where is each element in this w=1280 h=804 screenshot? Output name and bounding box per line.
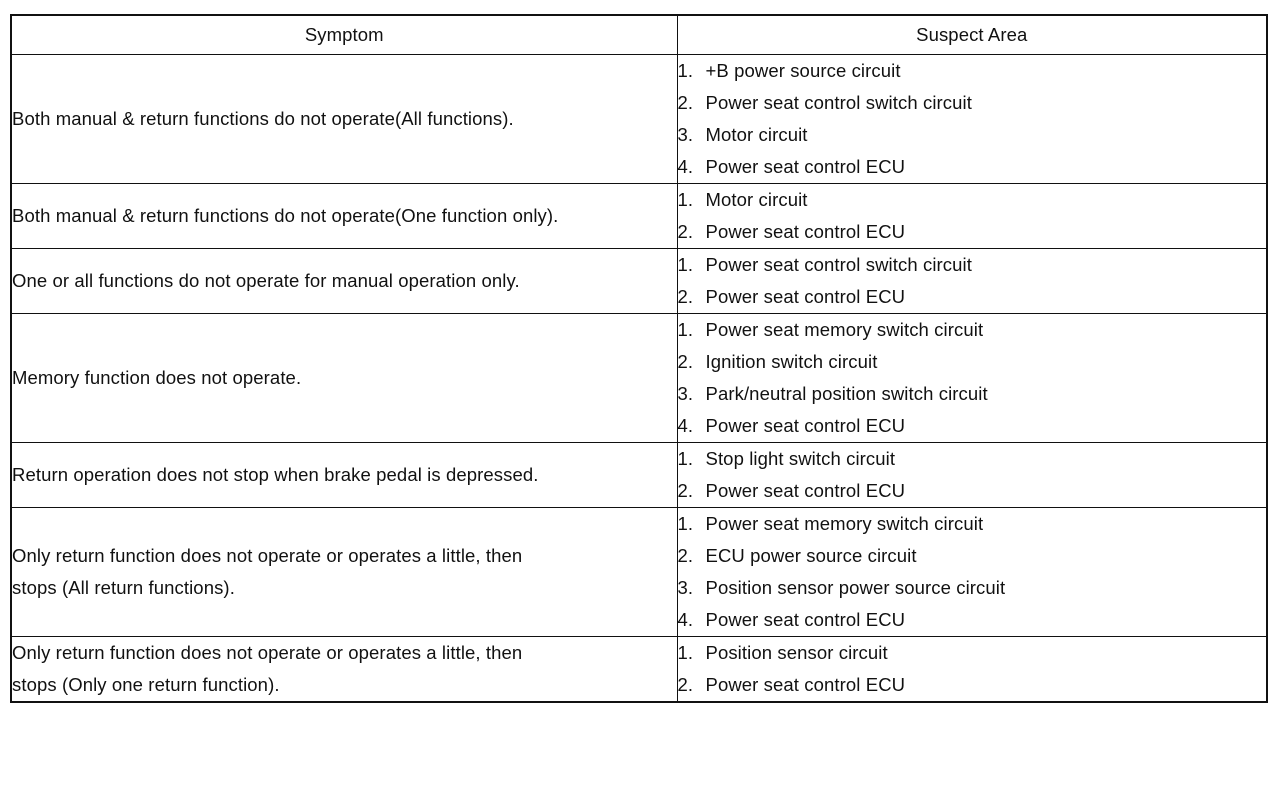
symptom-cell: Both manual & return functions do not op… bbox=[10, 183, 678, 249]
suspect-area-item: 2. Power seat control ECU bbox=[678, 475, 1267, 507]
item-text: Power seat control switch circuit bbox=[705, 254, 973, 275]
item-text: Stop light switch circuit bbox=[705, 448, 896, 469]
item-number: 3. bbox=[677, 577, 694, 598]
item-text: Motor circuit bbox=[705, 189, 808, 210]
item-number: 3. bbox=[677, 124, 694, 145]
item-number: 4. bbox=[677, 156, 694, 177]
troubleshooting-table: Symptom Suspect Area Both manual & retur… bbox=[10, 14, 1268, 703]
symptom-cell: Only return function does not operate or… bbox=[10, 507, 678, 637]
item-number: 2. bbox=[677, 545, 694, 566]
symptom-text: Both manual & return functions do not op… bbox=[12, 108, 514, 129]
table-row: One or all functions do not operate for … bbox=[10, 248, 1268, 314]
item-text: Motor circuit bbox=[705, 124, 808, 145]
suspect-area-item: 2. Power seat control ECU bbox=[678, 281, 1267, 313]
suspect-area-item: 4. Power seat control ECU bbox=[678, 410, 1267, 442]
item-number: 4. bbox=[677, 415, 694, 436]
symptom-text: stops (All return functions). bbox=[12, 577, 235, 598]
item-text: ECU power source circuit bbox=[705, 545, 917, 566]
item-text: +B power source circuit bbox=[705, 60, 901, 81]
symptom-text: Only return function does not operate or… bbox=[12, 545, 523, 566]
item-number: 1. bbox=[677, 319, 694, 340]
symptom-text: Memory function does not operate. bbox=[12, 367, 302, 388]
item-number: 2. bbox=[677, 351, 694, 372]
suspect-area-item: 2. Power seat control ECU bbox=[678, 669, 1267, 701]
item-text: Power seat control ECU bbox=[705, 156, 906, 177]
item-number: 1. bbox=[677, 448, 694, 469]
item-text: Power seat control ECU bbox=[705, 609, 906, 630]
item-number: 2. bbox=[677, 286, 694, 307]
item-number: 1. bbox=[677, 254, 694, 275]
suspect-area-item: 4. Power seat control ECU bbox=[678, 604, 1267, 636]
suspect-area-item: 1. Position sensor circuit bbox=[678, 637, 1267, 669]
item-text: Power seat control ECU bbox=[705, 480, 906, 501]
suspect-area-item: 1. Power seat control switch circuit bbox=[678, 249, 1267, 281]
item-number: 4. bbox=[677, 609, 694, 630]
item-text: Position sensor power source circuit bbox=[705, 577, 1006, 598]
symptom-text: Only return function does not operate or… bbox=[12, 642, 523, 663]
table-body: Both manual & return functions do not op… bbox=[10, 54, 1268, 703]
table-row: Both manual & return functions do not op… bbox=[10, 183, 1268, 249]
document-page: Symptom Suspect Area Both manual & retur… bbox=[10, 14, 1268, 703]
item-text: Power seat control ECU bbox=[705, 674, 906, 695]
suspect-area-cell: 1. Position sensor circuit 2. Power seat co… bbox=[676, 636, 1268, 703]
suspect-area-item: 1. Power seat memory switch circuit bbox=[678, 314, 1267, 346]
table-row: Only return function does not operate or… bbox=[10, 507, 1268, 637]
symptom-text: One or all functions do not operate for … bbox=[12, 270, 520, 291]
table-row: Return operation does not stop when brak… bbox=[10, 442, 1268, 508]
table-header-row: Symptom Suspect Area bbox=[10, 14, 1268, 55]
suspect-area-item: 3. Park/neutral position switch circuit bbox=[678, 378, 1267, 410]
header-symptom: Symptom bbox=[10, 14, 678, 55]
item-number: 1. bbox=[677, 642, 694, 663]
item-number: 2. bbox=[677, 674, 694, 695]
suspect-area-item: 2. Power seat control ECU bbox=[678, 216, 1267, 248]
item-text: Power seat memory switch circuit bbox=[705, 319, 984, 340]
suspect-area-item: 1. +B power source circuit bbox=[678, 55, 1267, 87]
item-number: 3. bbox=[677, 383, 694, 404]
header-suspect-area: Suspect Area bbox=[676, 14, 1268, 55]
suspect-area-item: 3. Position sensor power source circuit bbox=[678, 572, 1267, 604]
item-number: 1. bbox=[677, 60, 694, 81]
item-number: 2. bbox=[677, 221, 694, 242]
suspect-area-item: 1. Stop light switch circuit bbox=[678, 443, 1267, 475]
symptom-text: stops (Only one return function). bbox=[12, 674, 280, 695]
symptom-cell: Only return function does not operate or… bbox=[10, 636, 678, 703]
suspect-area-cell: 1. Stop light switch circuit 2. Power seat … bbox=[676, 442, 1268, 508]
item-text: Power seat memory switch circuit bbox=[705, 513, 984, 534]
suspect-area-item: 4. Power seat control ECU bbox=[678, 151, 1267, 183]
suspect-area-item: 2. Power seat control switch circuit bbox=[678, 87, 1267, 119]
symptom-cell: One or all functions do not operate for … bbox=[10, 248, 678, 314]
suspect-area-cell: 1. Power seat memory switch circuit 2. Igni… bbox=[676, 313, 1268, 443]
table-row: Memory function does not operate. 1. Power… bbox=[10, 313, 1268, 443]
item-text: Ignition switch circuit bbox=[705, 351, 878, 372]
suspect-area-cell: 1. +B power source circuit 2. Power seat co… bbox=[676, 54, 1268, 184]
symptom-text: Both manual & return functions do not op… bbox=[12, 205, 559, 226]
table-row: Both manual & return functions do not op… bbox=[10, 54, 1268, 184]
item-text: Power seat control ECU bbox=[705, 286, 906, 307]
symptom-cell: Return operation does not stop when brak… bbox=[10, 442, 678, 508]
table-row: Only return function does not operate or… bbox=[10, 636, 1268, 703]
suspect-area-item: 2. ECU power source circuit bbox=[678, 540, 1267, 572]
item-text: Power seat control ECU bbox=[705, 221, 906, 242]
item-text: Position sensor circuit bbox=[705, 642, 888, 663]
symptom-cell: Both manual & return functions do not op… bbox=[10, 54, 678, 184]
suspect-area-cell: 1. Power seat control switch circuit 2. Pow… bbox=[676, 248, 1268, 314]
item-number: 1. bbox=[677, 189, 694, 210]
item-text: Power seat control switch circuit bbox=[705, 92, 973, 113]
item-number: 2. bbox=[677, 92, 694, 113]
suspect-area-cell: 1. Motor circuit 2. Power seat control ECU bbox=[676, 183, 1268, 249]
suspect-area-item: 2. Ignition switch circuit bbox=[678, 346, 1267, 378]
symptom-cell: Memory function does not operate. bbox=[10, 313, 678, 443]
symptom-text: Return operation does not stop when brak… bbox=[12, 464, 539, 485]
suspect-area-cell: 1. Power seat memory switch circuit 2. ECU … bbox=[676, 507, 1268, 637]
item-text: Power seat control ECU bbox=[705, 415, 906, 436]
suspect-area-item: 1. Motor circuit bbox=[678, 184, 1267, 216]
item-number: 1. bbox=[677, 513, 694, 534]
suspect-area-item: 3. Motor circuit bbox=[678, 119, 1267, 151]
item-text: Park/neutral position switch circuit bbox=[705, 383, 988, 404]
suspect-area-item: 1. Power seat memory switch circuit bbox=[678, 508, 1267, 540]
item-number: 2. bbox=[677, 480, 694, 501]
